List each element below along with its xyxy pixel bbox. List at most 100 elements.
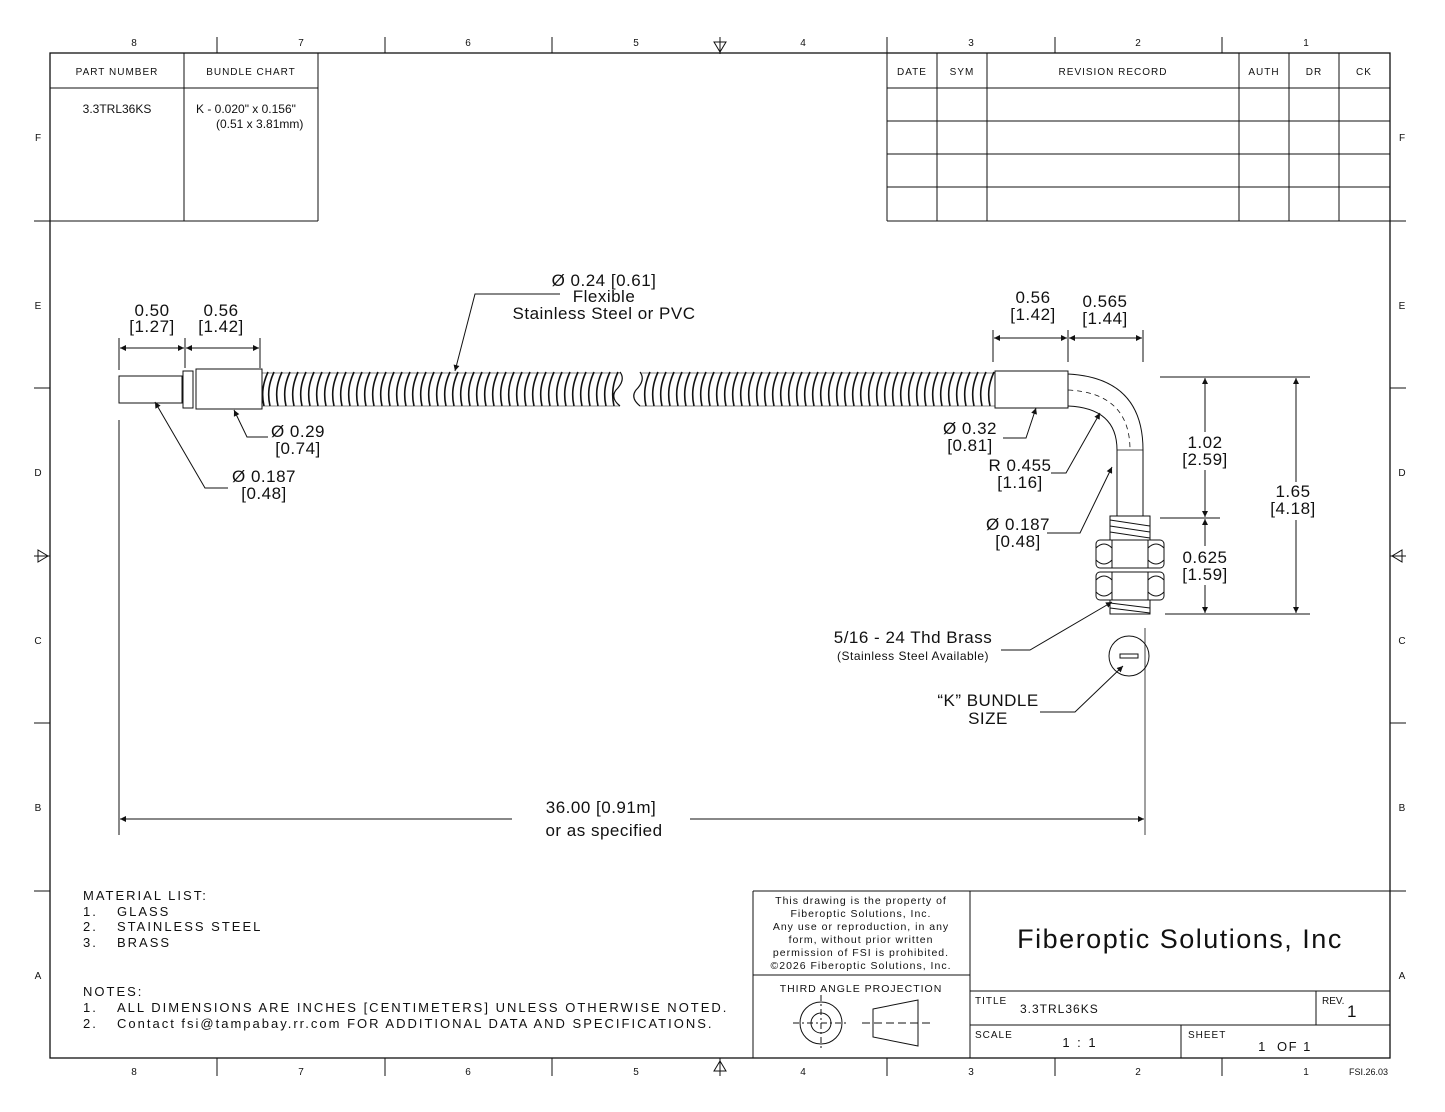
thread-lower — [1109, 599, 1151, 615]
dim-hose-flexible: Flexible — [573, 287, 636, 306]
hex-nut-upper — [1095, 539, 1165, 569]
dimension-lines — [120, 293, 1299, 822]
note-2: Contact fsi@tampabay.rr.com FOR ADDITION… — [117, 1016, 714, 1031]
break-line-left — [613, 371, 623, 407]
hose-coils-right — [640, 371, 995, 407]
dim-r-0565: 0.565 — [1082, 292, 1127, 311]
property-line-2: Fiberoptic Solutions, Inc. — [791, 908, 932, 920]
dim-165: 1.65 — [1275, 482, 1310, 501]
zone-col-4-bottom: 4 — [800, 1067, 806, 1078]
rev-date-header: DATE — [897, 67, 927, 78]
part-number-value: 3.3TRL36KS — [83, 102, 152, 116]
zone-row-A-right: A — [1399, 971, 1406, 982]
dim-032: Ø 0.32 — [943, 419, 997, 438]
note-1: ALL DIMENSIONS ARE INCHES [CENTIMETERS] … — [117, 1000, 728, 1015]
sheet-label: SHEET — [1188, 1030, 1226, 1041]
svg-text:2.: 2. — [83, 1016, 98, 1031]
dim-r-056-mm: [1.42] — [1010, 305, 1056, 324]
rev-label: REV. — [1322, 996, 1344, 1007]
dim-056-mm: [1.42] — [198, 317, 244, 336]
svg-text:3.: 3. — [83, 935, 98, 950]
zone-row-B-right: B — [1399, 803, 1406, 814]
zone-col-4: 4 — [800, 38, 806, 49]
zone-col-5: 5 — [633, 38, 639, 49]
zone-row-D-right: D — [1398, 468, 1405, 479]
zone-row-F: F — [35, 133, 41, 144]
overall-length: 36.00 [0.91m] — [546, 798, 656, 817]
zone-col-3: 3 — [968, 38, 974, 49]
sheet-value: 1 OF 1 — [1258, 1039, 1312, 1054]
zone-col-7: 7 — [298, 38, 304, 49]
zone-col-6: 6 — [465, 38, 471, 49]
zone-row-B: B — [35, 803, 42, 814]
hex-nut-lower — [1095, 571, 1165, 601]
thread-label: 5/16 - 24 Thd Brass — [834, 628, 993, 647]
projection-label: THIRD ANGLE PROJECTION — [780, 983, 943, 995]
dim-0187-tip: Ø 0.187 — [232, 467, 296, 486]
zone-row-A: A — [35, 971, 42, 982]
svg-text:1.: 1. — [83, 904, 98, 919]
material-list: MATERIAL LIST: 1. GLASS 2. STAINLESS STE… — [83, 888, 260, 950]
dim-r-056: 0.56 — [1015, 288, 1050, 307]
dim-029: Ø 0.29 — [271, 422, 325, 441]
part-table: PART NUMBER BUNDLE CHART 3.3TRL36KS K - … — [50, 53, 319, 222]
property-line-4: form, without prior written — [789, 934, 934, 946]
rev-record-header: REVISION RECORD — [1059, 67, 1168, 78]
dim-050-mm: [1.27] — [129, 317, 175, 336]
cable-assembly — [118, 330, 1310, 835]
form-code: FSI.26.03 — [1349, 1067, 1388, 1077]
dim-050: 0.50 — [134, 301, 169, 320]
zone-col-8-bottom: 8 — [131, 1067, 137, 1078]
notes: NOTES: 1. ALL DIMENSIONS ARE INCHES [CEN… — [83, 984, 728, 1031]
rev-sym-header: SYM — [950, 67, 975, 78]
zone-col-2-bottom: 2 — [1135, 1067, 1141, 1078]
bundle-end-view — [1108, 635, 1150, 677]
dim-056: 0.56 — [203, 301, 238, 320]
zone-row-E-right: E — [1399, 301, 1406, 312]
dim-r-0565-mm: [1.44] — [1082, 309, 1128, 328]
hose-coils-left — [262, 371, 620, 407]
dim-0625-mm: [1.59] — [1182, 565, 1228, 584]
rev-auth-header: AUTH — [1248, 67, 1279, 78]
thread-upper — [1109, 515, 1151, 541]
zone-row-D: D — [34, 468, 41, 479]
zone-row-C: C — [34, 636, 41, 647]
zone-col-8: 8 — [131, 38, 137, 49]
dim-029-mm: [0.74] — [275, 439, 321, 458]
material-item-glass: GLASS — [117, 904, 170, 919]
property-line-5: permission of FSI is prohibited. — [773, 947, 949, 959]
dim-r0455-mm: [1.16] — [997, 473, 1043, 492]
svg-text:1.: 1. — [83, 1000, 98, 1015]
bend-centerline — [1067, 389, 1131, 451]
revision-table: DATE SYM REVISION RECORD AUTH DR CK — [886, 53, 1390, 222]
zone-row-F-right: F — [1399, 133, 1405, 144]
part-number-header: PART NUMBER — [76, 67, 159, 78]
dim-0625: 0.625 — [1182, 548, 1227, 567]
bundle-chart-line1: K - 0.020" x 0.156" — [196, 102, 296, 116]
property-line-6: ©2026 Fiberoptic Solutions, Inc. — [771, 960, 952, 972]
zone-col-1: 1 — [1303, 38, 1309, 49]
title-label: TITLE — [975, 996, 1007, 1007]
dimension-labels: 0.50 [1.27] 0.56 [1.42] Ø 0.24 [0.61] Fl… — [129, 271, 1316, 840]
dim-hose-material: Stainless Steel or PVC — [513, 304, 696, 323]
dim-165-mm: [4.18] — [1270, 499, 1316, 518]
title-block: This drawing is the property of Fiberopt… — [752, 890, 1390, 1058]
break-line-right — [633, 371, 643, 407]
projection-symbol — [793, 995, 930, 1051]
zone-col-2: 2 — [1135, 38, 1141, 49]
bundle-size-label-1: “K” BUNDLE — [937, 691, 1038, 710]
company-name: Fiberoptic Solutions, Inc — [1017, 924, 1343, 954]
dim-hose-dia: Ø 0.24 [0.61] — [552, 271, 657, 290]
ferrule-left — [195, 368, 263, 410]
zone-row-C-right: C — [1398, 636, 1405, 647]
notes-title: NOTES: — [83, 984, 143, 999]
glass-tip — [118, 375, 183, 404]
dim-0187-stem: Ø 0.187 — [986, 515, 1050, 534]
property-line-3: Any use or reproduction, in any — [773, 921, 949, 933]
dim-102-mm: [2.59] — [1182, 450, 1228, 469]
material-item-brass: BRASS — [117, 935, 171, 950]
scale-value: 1 : 1 — [1062, 1035, 1097, 1050]
dim-102: 1.02 — [1187, 433, 1222, 452]
zone-row-E: E — [35, 301, 42, 312]
